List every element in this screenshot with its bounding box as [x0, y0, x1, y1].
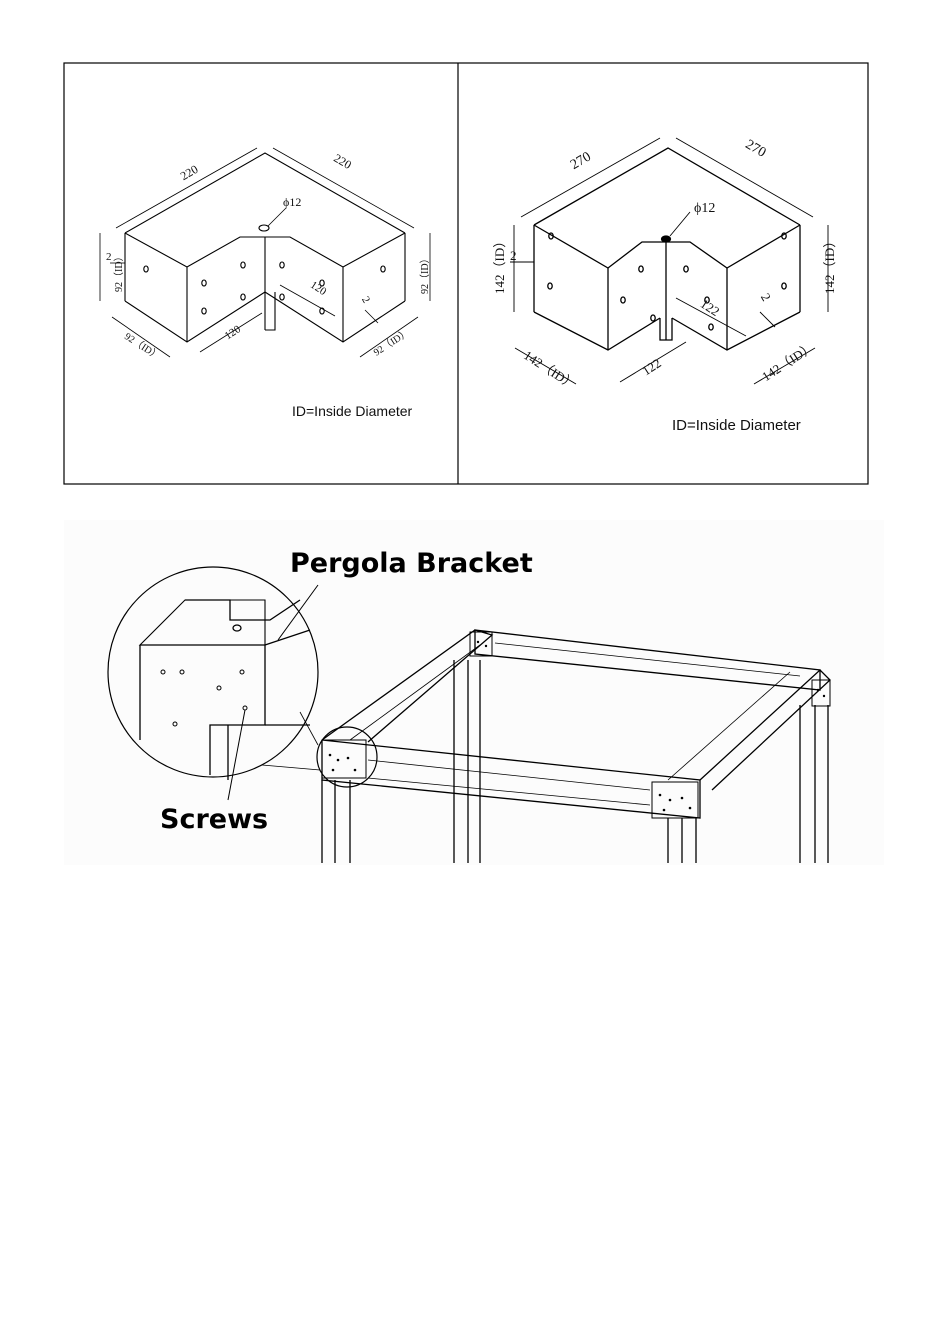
large-inner-arm-left-dim: 122 [639, 355, 664, 378]
large-right-height-dim: 142（ID） [822, 235, 837, 294]
small-inner-arm-right-dim: 120 [308, 279, 329, 298]
large-note: ID=Inside Diameter [672, 417, 801, 434]
screws-label: Screws [160, 804, 268, 835]
small-right-height-dim: 92（ID） [419, 253, 431, 294]
large-arm-right-dim: 270 [743, 137, 769, 160]
small-note: ID=Inside Diameter [292, 403, 413, 419]
small-arm-left-dim: 220 [178, 162, 201, 183]
small-width-left-dim: 92（ID） [122, 330, 163, 362]
large-bracket-labels: 270 270 ϕ12 142（ID） 142（ID） 2 2 142（ID） … [492, 137, 837, 434]
small-inner-arm-left-dim: 120 [223, 323, 244, 342]
large-width-left-dim: 142（ID） [521, 347, 579, 392]
large-hole-dim: ϕ12 [694, 201, 715, 216]
small-bracket-drawing [100, 148, 430, 357]
small-bracket-labels: 220 220 ϕ12 92（ID） 92（ID） 2 2 92（ID） 92（… [106, 151, 431, 419]
small-arm-right-dim: 220 [331, 151, 354, 172]
small-left-height-dim: 92（ID） [113, 251, 125, 292]
large-bracket-drawing [510, 138, 828, 384]
large-thickness-left-dim: 2 [510, 248, 517, 263]
large-width-right-dim: 142（ID） [759, 339, 817, 384]
large-left-height-dim: 142（ID） [492, 235, 507, 294]
small-width-right-dim: 92（ID） [371, 326, 412, 358]
large-arm-left-dim: 270 [568, 149, 594, 172]
small-thickness-left-dim: 2 [106, 251, 112, 263]
large-thickness-right-dim: 2 [758, 291, 774, 304]
pergola-bracket-label: Pergola Bracket [290, 548, 533, 579]
large-inner-arm-right-dim: 122 [698, 296, 723, 319]
small-hole-dim: ϕ12 [283, 195, 301, 209]
small-thickness-right-dim: 2 [359, 295, 372, 306]
